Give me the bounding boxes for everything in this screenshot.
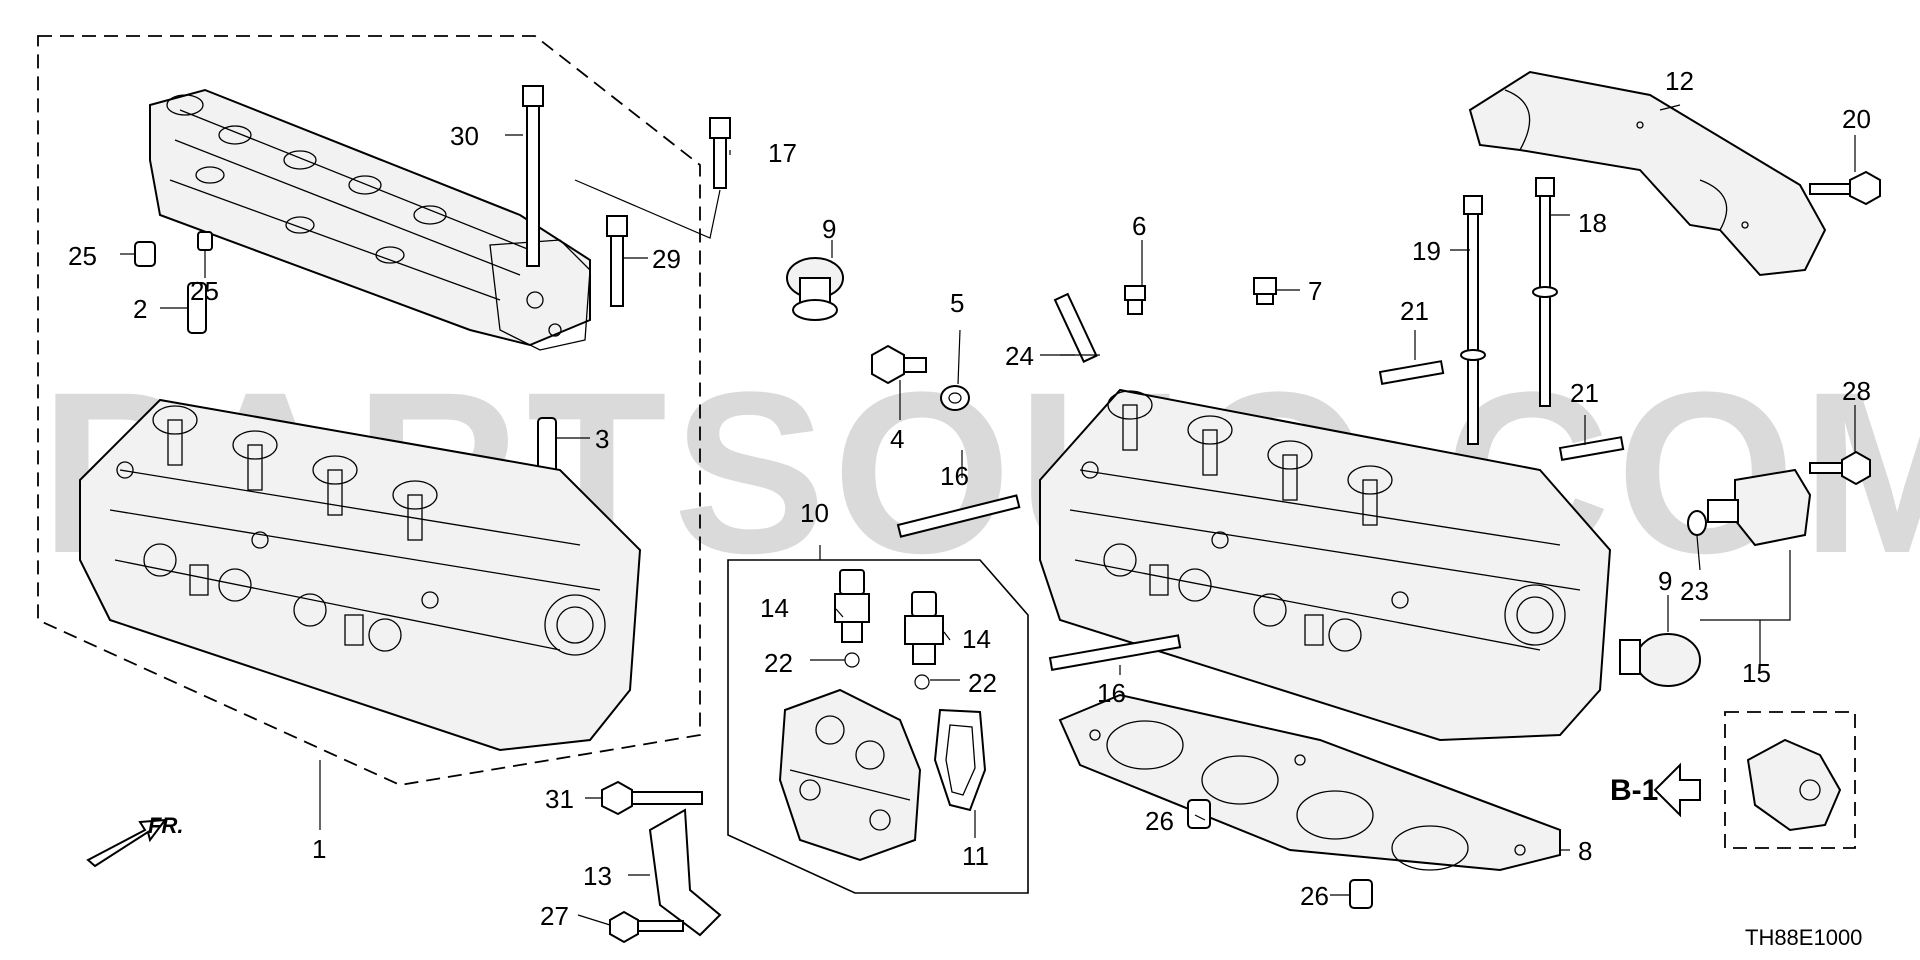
cylinder-head-left [79,398,642,752]
sensor-6 [1124,285,1146,315]
callout-25a: 25 [68,241,97,271]
callout-16a: 16 [940,461,969,491]
callout-22b: 22 [968,668,997,698]
callout-10: 10 [800,498,829,528]
bolt-27 [609,910,684,944]
bolt-20 [1809,170,1881,206]
callout-21b: 21 [1570,378,1599,408]
callout-20: 20 [1842,104,1871,134]
callout-12: 12 [1665,66,1694,96]
callout-14a: 14 [760,593,789,623]
plug-7 [1253,277,1277,305]
spool-valve-gasket [933,708,987,812]
head-bolt-18 [1532,177,1558,407]
stud-16b [1048,634,1182,671]
solenoid-group-outline [727,559,1029,894]
dowel-26b [1349,879,1373,909]
stud-21b [1558,436,1625,461]
oil-filter-9a [786,257,844,321]
callout-23: 23 [1680,576,1709,606]
diagram-code: TH88E1000 [1745,925,1862,950]
heat-shield-12 [1468,70,1827,277]
callout-16b: 16 [1097,678,1126,708]
stud-16a [896,494,1021,538]
cam-sensor-15 [1707,468,1812,547]
spool-valve-body [778,688,922,862]
callout-13: 13 [583,861,612,891]
oil-filter-9b [1619,633,1701,687]
washer-5 [940,385,970,411]
callout-15: 15 [1742,658,1771,688]
bolt-30 [522,85,544,267]
head-gasket [1058,693,1561,872]
callout-7: 7 [1308,276,1322,306]
callout-21a: 21 [1400,296,1429,326]
callout-26b: 26 [1300,881,1329,911]
callout-6: 6 [1132,211,1146,241]
assembly-group-outline [37,35,701,786]
callout-9b: 9 [1658,566,1672,596]
callout-29: 29 [652,244,681,274]
callout-30: 30 [450,121,479,151]
head-bolt-19 [1460,195,1486,445]
dowel-26a [1187,799,1211,829]
bolt-31 [601,780,703,816]
washer-22a [844,652,860,668]
callout-5: 5 [950,288,964,318]
callout-27: 27 [540,901,569,931]
callout-11: 11 [962,841,989,871]
o-ring-23 [1687,510,1707,536]
bolt-17 [709,117,731,189]
dowel-pin-25a [134,241,156,267]
cylinder-head-right [1039,388,1612,742]
rocker-arm-assembly [149,88,591,351]
bolt-28 [1809,450,1871,486]
leader-lines [120,104,1856,926]
b1-reference-box [1724,711,1856,849]
b1-arrow-icon [1653,762,1701,818]
front-direction-arrow-icon [86,818,168,868]
callout-22a: 22 [764,648,793,678]
reference-label: B-1 [1610,774,1658,807]
sealing-bolt-4 [871,344,927,385]
callout-9a: 9 [822,214,836,244]
callout-26a: 26 [1145,806,1174,836]
callout-4: 4 [890,424,904,454]
harness-bracket-13 [648,808,722,937]
callout-28: 28 [1842,376,1871,406]
callout-19: 19 [1412,236,1441,266]
front-label: FR. [148,813,183,838]
callout-1: 1 [312,834,326,864]
callout-24: 24 [1005,341,1034,371]
dowel-pin-25b [197,231,213,251]
bolt-29 [606,215,628,307]
callout-2: 2 [133,294,147,324]
callout-25b: 25 [190,276,219,306]
oil-pressure-switch-14a [834,569,870,643]
callout-14b: 14 [962,624,991,654]
leader-17 [574,179,721,239]
callout-17: 17 [768,138,797,168]
stud-21a [1378,360,1445,385]
pin-24 [1053,292,1098,363]
oil-pressure-switch-14b [904,591,944,665]
washer-22b [914,674,930,690]
b1-reference-part [1746,738,1842,832]
callout-8: 8 [1578,836,1592,866]
callout-18: 18 [1578,208,1607,238]
callout-31: 31 [545,784,574,814]
callout-3: 3 [595,424,609,454]
